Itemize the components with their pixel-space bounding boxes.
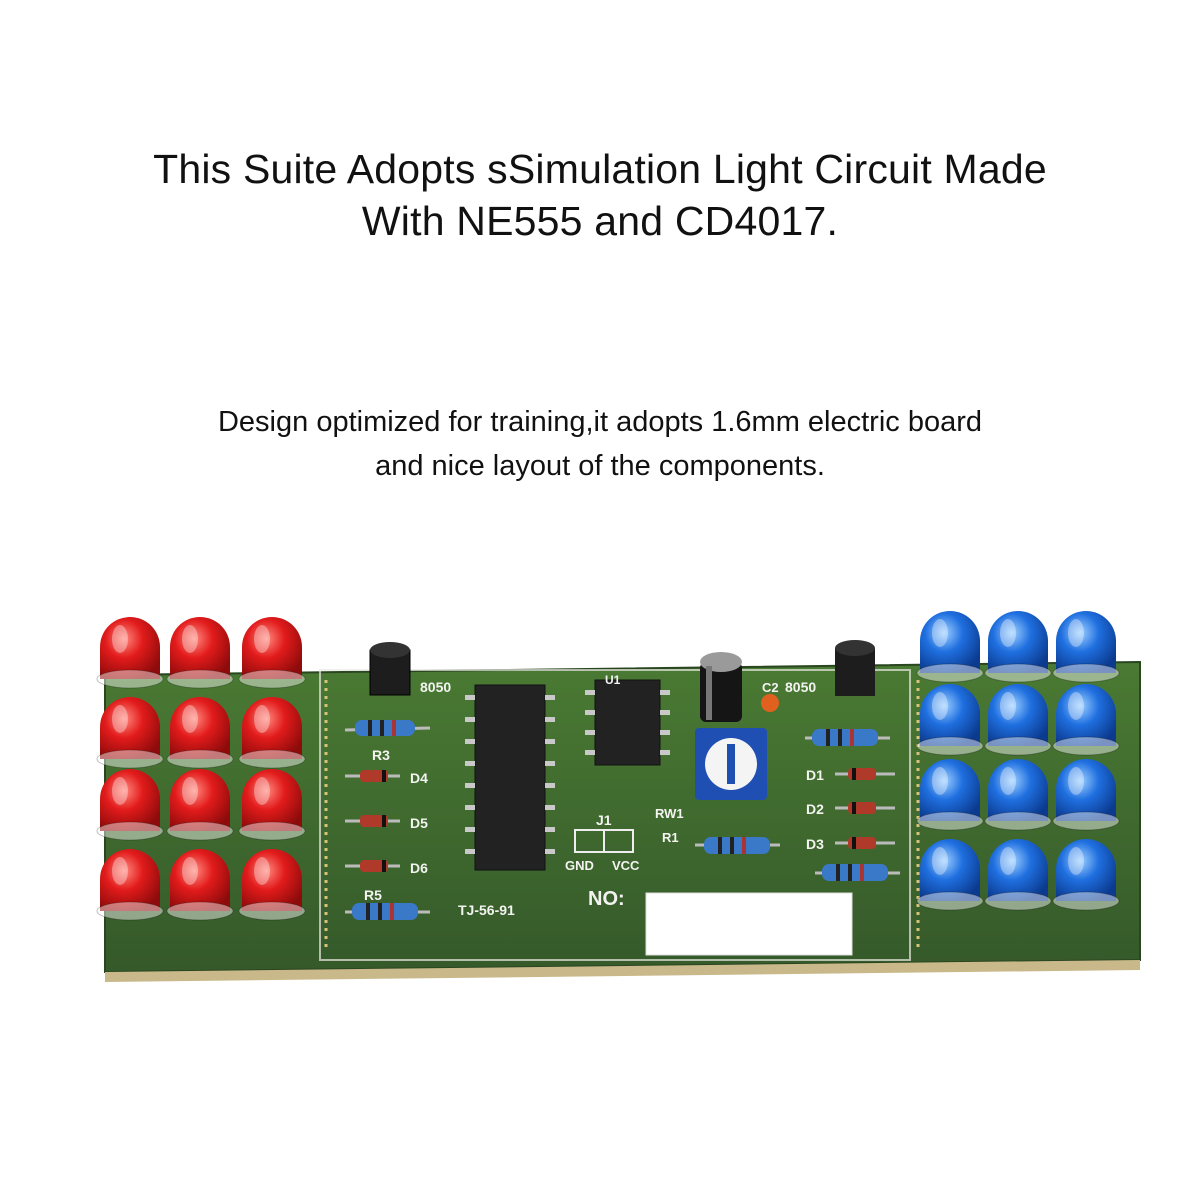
diode-d1: [835, 768, 895, 780]
red-led-1-1: [166, 697, 234, 769]
blue-led-1-1: [984, 684, 1052, 756]
chip-ne555: [585, 679, 670, 766]
resistor-r3: [344, 720, 431, 736]
headline: This Suite Adopts sSimulation Light Circ…: [0, 143, 1200, 247]
circuit-board-photo: 8050 R3 D4 D5 D6 R5 TJ-56-91 U1: [96, 611, 1141, 982]
label-r1: R1: [662, 830, 679, 845]
blue-led-3-2: [1052, 839, 1120, 911]
label-vcc: VCC: [612, 858, 640, 873]
label-c2: C2: [762, 680, 779, 695]
capacitor-ceramic: [761, 694, 779, 712]
blue-led-array: [916, 611, 1120, 911]
blue-led-1-2: [1052, 684, 1120, 756]
red-led-0-2: [238, 617, 306, 689]
red-led-3-1: [166, 849, 234, 921]
headline-line-2: With NE555 and CD4017.: [361, 198, 839, 244]
label-rw1: RW1: [655, 806, 684, 821]
red-led-2-2: [238, 769, 306, 841]
label-u1: U1: [605, 673, 621, 687]
label-q-left: 8050: [420, 679, 451, 695]
subline-line-2: and nice layout of the components.: [375, 450, 825, 482]
red-led-3-0: [96, 849, 164, 921]
label-q-right: 8050: [785, 679, 816, 695]
label-d6: D6: [410, 860, 428, 876]
capacitor-electrolytic: [700, 652, 742, 722]
label-model: TJ-56-91: [458, 902, 515, 918]
label-r3: R3: [372, 747, 390, 763]
label-gnd: GND: [565, 858, 594, 873]
potentiometer-rw1: [695, 728, 767, 800]
headline-line-1: This Suite Adopts sSimulation Light Circ…: [153, 146, 1047, 192]
diode-d5: [345, 815, 400, 827]
chip-cd4017: [465, 684, 555, 871]
label-d1: D1: [806, 767, 824, 783]
blue-led-1-0: [916, 684, 984, 756]
blue-led-0-0: [916, 611, 984, 683]
blue-led-0-1: [984, 611, 1052, 683]
blue-led-2-0: [916, 759, 984, 831]
blue-led-2-1: [984, 759, 1052, 831]
blue-led-2-2: [1052, 759, 1120, 831]
label-d5: D5: [410, 815, 428, 831]
label-r5: R5: [364, 887, 382, 903]
red-led-3-2: [238, 849, 306, 921]
subline-line-1: Design optimized for training,it adopts …: [217, 406, 983, 438]
resistor-r1: [695, 837, 780, 854]
red-led-1-2: [238, 697, 306, 769]
label-d2: D2: [806, 801, 824, 817]
label-d4: D4: [410, 770, 428, 786]
resistor-right-top: [805, 729, 890, 746]
red-led-array: [96, 617, 306, 921]
red-led-2-1: [166, 769, 234, 841]
red-led-0-1: [166, 617, 234, 689]
blue-led-0-2: [1052, 611, 1120, 683]
red-led-0-0: [96, 617, 164, 689]
resistor-r5: [345, 903, 430, 920]
blue-led-3-0: [916, 839, 984, 911]
diode-d4: [345, 770, 400, 782]
label-no: NO:: [588, 888, 625, 910]
red-led-2-0: [96, 769, 164, 841]
diode-d3: [835, 837, 895, 849]
red-led-1-0: [96, 697, 164, 769]
serial-number-box: [645, 892, 853, 956]
pcb-edge: [105, 960, 1140, 982]
transistor-right: [835, 648, 875, 696]
label-d3: D3: [806, 836, 824, 852]
subline: Design optimized for training,it adopts …: [0, 400, 1200, 488]
blue-led-3-1: [984, 839, 1052, 911]
label-j1: J1: [596, 812, 612, 828]
diode-d6: [345, 860, 400, 872]
resistor-right-bottom: [815, 864, 900, 881]
diode-d2: [835, 802, 895, 814]
